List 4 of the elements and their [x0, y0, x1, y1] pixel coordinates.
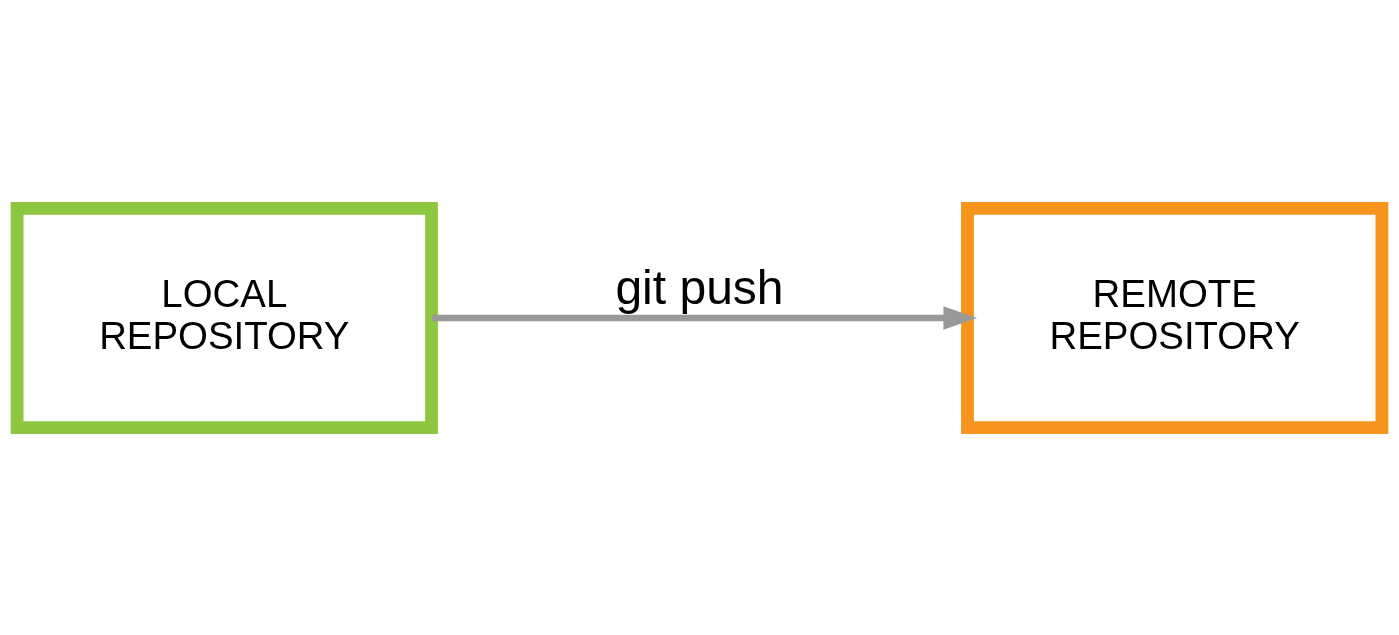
arrow — [432, 305, 978, 330]
node-box: REMOTE REPOSITORY — [961, 201, 1389, 434]
edge-label: git push — [615, 260, 784, 314]
node-box: LOCAL REPOSITORY — [10, 201, 438, 434]
